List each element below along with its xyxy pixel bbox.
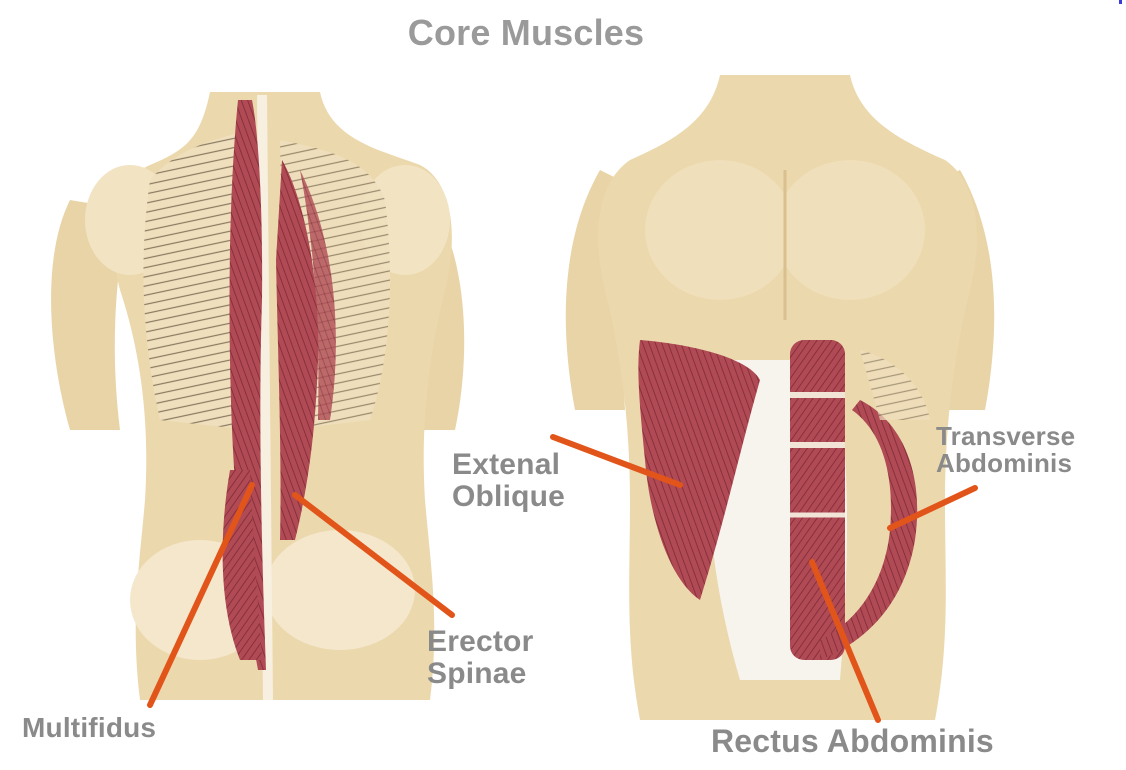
label-transverse-line2: Abdominis <box>936 448 1073 479</box>
label-erector-spinae: Erector Spinae <box>427 626 533 689</box>
label-rectus-abdominis: Rectus Abdominis <box>711 723 994 759</box>
label-multifidus-text: Multifidus <box>22 712 157 743</box>
multifidus-pointer <box>147 482 255 708</box>
label-erector-line2: Spinae <box>427 656 527 690</box>
label-transverse-abdominis: Transverse Abdominis <box>936 421 1076 479</box>
erector-spinae-right <box>276 160 319 540</box>
erector-spinae-pointer <box>292 492 455 618</box>
corner-mark <box>1119 0 1122 4</box>
label-rectus-text: Rectus Abdominis <box>711 723 994 759</box>
rectus-abdominis-pointer <box>809 559 881 723</box>
label-multifidus: Multifidus <box>22 713 156 742</box>
label-external-line2: Oblique <box>452 479 566 513</box>
front-torso-figure <box>565 75 995 720</box>
diagram-title: Core Muscles <box>407 12 645 53</box>
label-external-oblique: Extenal Oblique <box>452 449 565 512</box>
label-erector-line1: Erector <box>427 625 534 658</box>
transverse-abdominis-muscle <box>820 400 918 660</box>
external-oblique-pointer <box>550 434 683 488</box>
transverse-abdominis-pointer <box>887 485 978 531</box>
leader-lines <box>147 434 978 723</box>
back-torso-figure <box>51 92 465 701</box>
multifidus-muscle <box>222 470 262 660</box>
label-external-line1: Extenal <box>452 448 561 481</box>
rectus-abdominis-muscle <box>790 340 845 660</box>
rib-cage <box>143 130 250 430</box>
external-oblique-muscle <box>638 340 760 600</box>
label-transverse-line1: Transverse <box>936 421 1076 451</box>
